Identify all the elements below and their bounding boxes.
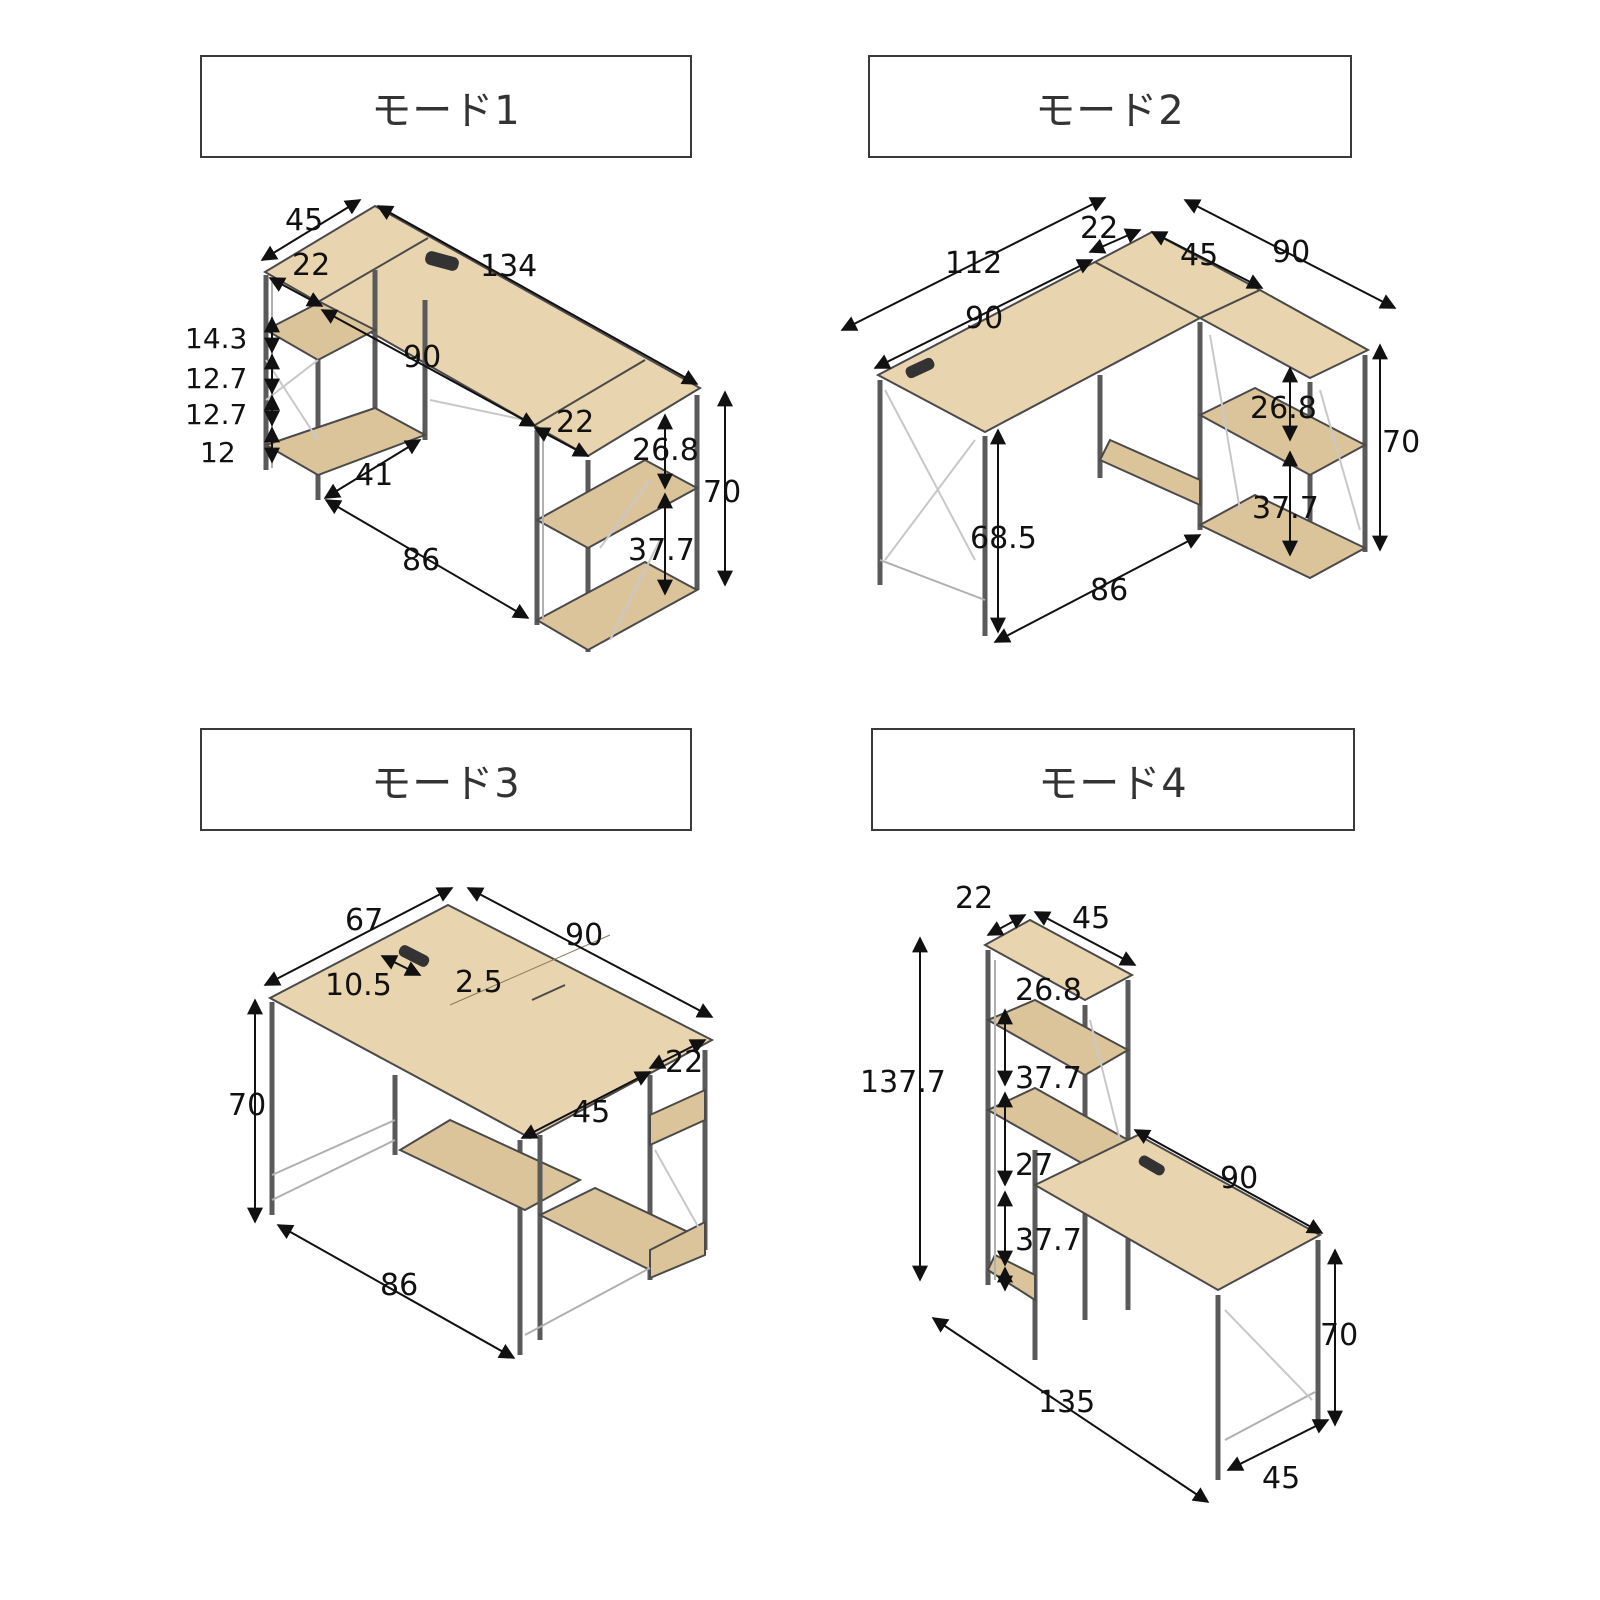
m4-desk-depth-label: 45 (1262, 1461, 1300, 1496)
m1-right-lower-label: 37.7 (628, 533, 695, 568)
m2-total-width-label: 112 (945, 246, 1002, 281)
m2-shelf-width-label: 22 (1080, 211, 1118, 246)
m1-shelf-width-left-label: 22 (292, 248, 330, 283)
m1-width-label: 134 (480, 249, 537, 284)
m1-h4-label: 12 (200, 436, 236, 469)
m4-total-height-label: 137.7 (860, 1065, 946, 1100)
m2-shelf-depth-label: 45 (1180, 238, 1218, 273)
m4-s1-label: 26.8 (1015, 973, 1082, 1008)
m1-h2-label: 12.7 (185, 362, 247, 395)
mode1-drawing: 45 134 22 90 22 14.3 12.7 12.7 12 41 26.… (185, 199, 741, 652)
m4-total-length-label: 135 (1038, 1385, 1095, 1420)
m2-leg-span-label: 86 (1090, 573, 1128, 608)
m4-s4-label: 37.7 (1015, 1223, 1082, 1258)
mode2-title: モード2 (868, 55, 1352, 158)
m4-height-label: 70 (1320, 1318, 1358, 1353)
m2-right-lower-label: 37.7 (1252, 491, 1319, 526)
m1-h1-label: 14.3 (185, 322, 247, 355)
m2-right-upper-label: 26.8 (1250, 391, 1317, 426)
m4-s2-label: 37.7 (1015, 1061, 1082, 1096)
m4-shelf-width-label: 22 (955, 881, 993, 916)
m3-desk-top (267, 903, 715, 1140)
m2-right-width-label: 90 (1272, 235, 1310, 270)
m1-inner-depth-label: 41 (355, 458, 393, 493)
m1-gap-label: 90 (403, 340, 441, 375)
m1-shelf-width-right-label: 22 (556, 405, 594, 440)
m1-h3-label: 12.7 (185, 398, 247, 431)
m4-s3-label: 27 (1015, 1148, 1053, 1183)
mode4-title: モード4 (871, 728, 1355, 831)
m1-depth-label: 45 (285, 203, 323, 238)
mode3-title: モード3 (200, 728, 692, 831)
m3-shelf-depth-label: 45 (572, 1095, 610, 1130)
m1-right-upper-label: 26.8 (632, 433, 699, 468)
m3-outlet-gap-label: 2.5 (455, 965, 503, 1000)
mode2-drawing: 112 90 22 45 90 26.8 70 37.7 68.5 86 (840, 197, 1420, 643)
m1-height-label: 70 (703, 475, 741, 510)
m2-desk-width-label: 90 (965, 301, 1003, 336)
m3-depth-label: 67 (345, 903, 383, 938)
m1-leg-span-label: 86 (402, 543, 440, 578)
m2-leg-height-label: 68.5 (970, 521, 1037, 556)
mode4-drawing: 22 45 26.8 37.7 27 37.7 137.7 90 70 135 … (860, 881, 1358, 1503)
m3-height-label: 70 (228, 1088, 266, 1123)
m3-shelf-width-label: 22 (665, 1045, 703, 1080)
m3-leg-span-label: 86 (380, 1268, 418, 1303)
m4-desk-width-label: 90 (1220, 1161, 1258, 1196)
m3-width-label: 90 (565, 918, 603, 953)
m2-height-label: 70 (1382, 425, 1420, 460)
mode3-drawing: 67 90 10.5 2.5 22 45 70 86 (228, 887, 715, 1359)
m3-outlet-width-label: 10.5 (325, 968, 392, 1003)
m4-shelf-depth-label: 45 (1072, 901, 1110, 936)
mode1-title: モード1 (200, 55, 692, 158)
